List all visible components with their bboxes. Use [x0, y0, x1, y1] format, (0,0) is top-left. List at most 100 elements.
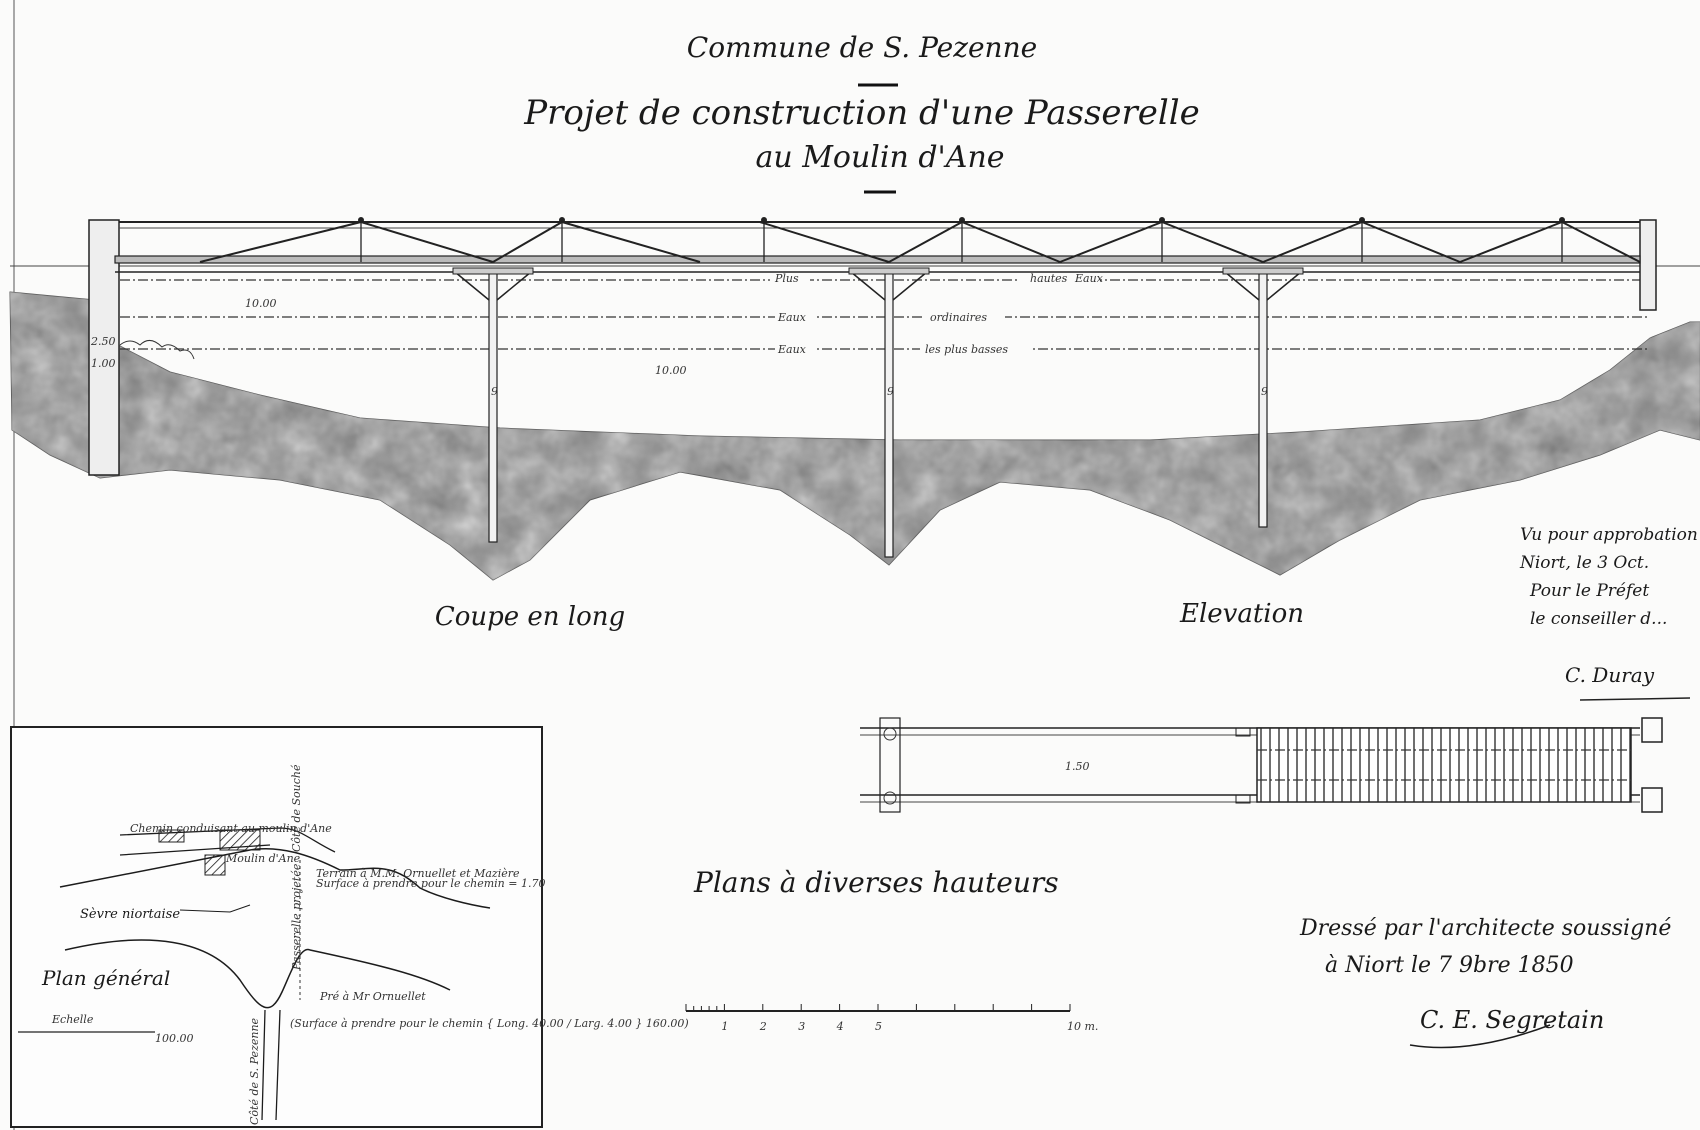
truss-diagonal	[1161, 221, 1264, 263]
approval-line: Pour le Préfet	[1529, 581, 1649, 601]
author-block: Dressé par l'architecte soussigné à Nior…	[1299, 916, 1671, 1049]
truss-node	[761, 217, 767, 223]
pier-brace	[1224, 271, 1302, 301]
project-title: Projet de construction d'une Passerelle	[523, 93, 1200, 133]
abutment-dimension: 1.00	[91, 357, 116, 370]
mill-label: Moulin d'Ane	[225, 852, 301, 865]
low-water-label: Eaux	[777, 343, 807, 356]
scale-tick-label: 4	[836, 1020, 844, 1033]
pier-post	[883, 727, 897, 741]
water-levels: Plus hautes Eaux Eaux ordinaires Eaux le…	[120, 270, 1648, 377]
path-south	[261, 1009, 281, 1121]
pier-brace	[454, 271, 532, 301]
river-bank-north	[59, 847, 491, 909]
truss-node	[1159, 217, 1165, 223]
approval-note: Vu pour approbation Niort, le 3 Oct. Pou…	[1519, 525, 1698, 701]
inset-scale-end: 100.00	[155, 1032, 194, 1045]
pier-plan	[879, 717, 901, 813]
ordinary-water-label: Eaux	[777, 311, 807, 324]
deck-planking	[1256, 727, 1632, 803]
elevation-label: Elevation	[1179, 599, 1304, 629]
signature-flourish	[1579, 697, 1691, 701]
building	[158, 829, 185, 843]
truss-node	[1359, 217, 1365, 223]
abutment-plan	[1641, 717, 1663, 743]
inset-scale-label: Echelle	[51, 1013, 94, 1026]
approval-line: Vu pour approbation	[1520, 525, 1698, 545]
author-line: Dressé par l'architecte soussigné	[1299, 916, 1671, 941]
pier-post	[883, 791, 897, 805]
title-block: Commune de S. Pezenne Projet de construc…	[523, 31, 1200, 194]
truss-diagonal	[360, 221, 494, 263]
pier-mark: 9	[491, 385, 498, 398]
river-bank-south	[64, 939, 451, 1009]
project-subtitle: au Moulin d'Ane	[755, 140, 1004, 175]
ground-texture	[10, 292, 1700, 580]
road-label: Chemin conduisant au moulin d'Ane	[130, 822, 332, 835]
owner-label: (Surface à prendre pour le chemin { Long…	[290, 1017, 689, 1030]
pier-cap	[452, 267, 534, 275]
mill-building	[219, 829, 261, 851]
commune-title: Commune de S. Pezenne	[687, 31, 1037, 64]
river-label: Sèvre niortaise	[80, 907, 180, 922]
pier-cap	[1222, 267, 1304, 275]
author-date: à Niort le 7 9bre 1850	[1325, 953, 1574, 978]
truss-diagonal	[492, 221, 563, 263]
span-dimension: 10.00	[245, 297, 277, 310]
general-plan-inset: Sèvre niortaise Chemin conduisant au mou…	[10, 726, 689, 1128]
truss-diagonal	[961, 221, 1061, 263]
truss-diagonal	[1459, 221, 1563, 263]
truss-diagonal	[1059, 221, 1163, 263]
truss-diagonal	[1262, 221, 1363, 263]
pier-cap	[1235, 794, 1251, 804]
pier-pile	[1258, 271, 1268, 528]
river-bed-section	[9, 291, 1700, 581]
road-top	[119, 827, 336, 853]
pier-cap	[1235, 727, 1251, 737]
truss-diagonal	[888, 221, 963, 263]
deck	[114, 255, 1641, 264]
flow-arrow	[179, 904, 251, 913]
truss-diagonal	[561, 221, 701, 263]
owner-label: Pré à Mr Ornuellet	[319, 990, 426, 1003]
approval-line: le conseiller d...	[1530, 609, 1667, 629]
approval-line: Niort, le 3 Oct.	[1519, 553, 1649, 573]
truss-node	[959, 217, 965, 223]
truss-diagonal	[1361, 221, 1461, 263]
pier-brace	[850, 271, 928, 301]
building	[204, 854, 226, 876]
pier-mark: 9	[887, 385, 894, 398]
side-label: Côté de Souché	[290, 764, 303, 852]
scale-tick-label: 10 m.	[1067, 1020, 1098, 1033]
ordinary-water-label: ordinaires	[930, 311, 987, 324]
section-label: Coupe en long	[435, 602, 625, 632]
span-dimension: 10.00	[655, 364, 687, 377]
abutment-dimensions: 2.50 1.00	[90, 335, 116, 370]
low-water-label: les plus basses	[925, 343, 1008, 356]
high-water-label: hautes	[1030, 272, 1068, 285]
owner-label: Surface à prendre pour le chemin = 1.70	[316, 877, 545, 890]
approval-signature: C. Duray	[1565, 663, 1655, 687]
abutment-plan	[1641, 787, 1663, 813]
truss-diagonal	[199, 221, 362, 263]
high-water-label: Plus	[774, 272, 799, 285]
scale-tick-label: 3	[798, 1020, 805, 1033]
plan-dimension: 1.50	[1065, 760, 1090, 773]
scale-tick-label: 2	[759, 1020, 767, 1033]
riprap-stones	[119, 340, 195, 360]
truss-node	[1559, 217, 1565, 223]
pier-pile	[884, 271, 894, 558]
pier-cap	[848, 267, 930, 275]
pier-pile	[488, 271, 498, 543]
left-abutment	[88, 219, 120, 476]
owner-label: Terrain à M.M. Ornuellet et Mazière	[316, 867, 520, 880]
high-water-label: Eaux	[1074, 272, 1104, 285]
scale-tick-label: 5	[875, 1020, 882, 1033]
passerelle-label: Passerelle projetée	[290, 863, 303, 971]
signature-flourish	[1409, 1024, 1551, 1049]
plans-label: Plans à diverses hauteurs	[693, 866, 1059, 899]
